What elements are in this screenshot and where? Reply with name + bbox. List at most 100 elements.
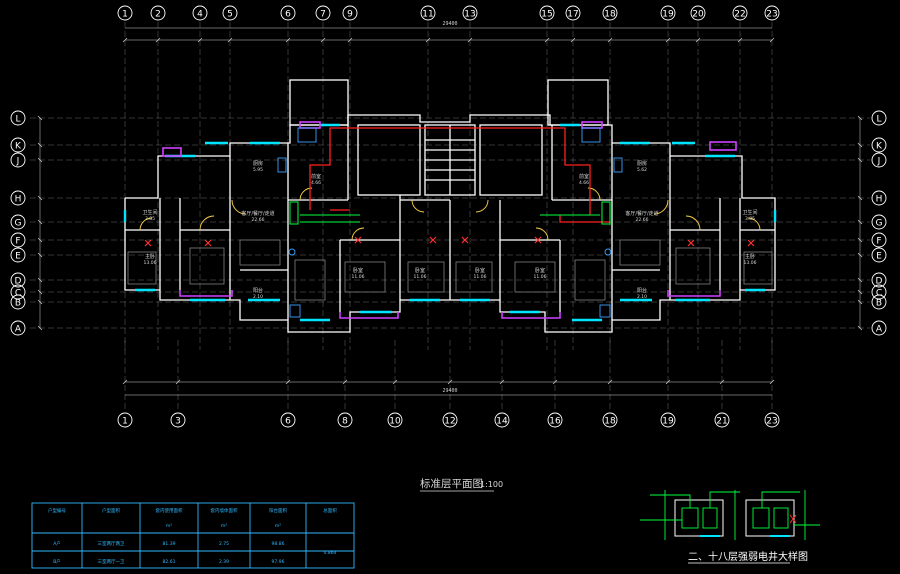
- axis-bubble-top: 5: [222, 5, 238, 21]
- axis-label: F: [15, 237, 20, 247]
- axis-bubble-bottom: 16: [547, 412, 563, 428]
- room-label: 前室4.66: [311, 173, 321, 186]
- axis-bubble-top: 22: [732, 5, 748, 21]
- axis-label: 18: [604, 10, 616, 20]
- axis-bubble-left: H: [10, 190, 26, 206]
- axis-label: K: [876, 142, 883, 152]
- axis-bubble-top: 15: [539, 5, 555, 21]
- table-header: 套内墙体面积: [211, 507, 238, 514]
- axis-label: 23: [766, 417, 777, 427]
- table-header: 总面积: [323, 507, 337, 514]
- table-cell: 98.86: [272, 541, 285, 547]
- shaft-detail: 二、十八层强弱电井大样图: [640, 490, 820, 564]
- axis-bubble-bottom: 1: [117, 412, 133, 428]
- drawing-title: 标准层平面图: [420, 478, 483, 490]
- room-name: 卧室: [415, 267, 425, 274]
- axis-bubble-top: 18: [602, 5, 618, 21]
- table-cell: 82.61: [163, 559, 176, 565]
- axis-bubble-bottom: 18: [602, 412, 618, 428]
- axis-bubble-top: 6: [280, 5, 296, 21]
- equipment-markers: [144, 236, 755, 247]
- axis-bubble-right: L: [871, 110, 887, 126]
- table-header: 户型编号: [48, 507, 66, 514]
- axis-label: 3: [175, 417, 181, 427]
- axis-label: 2: [155, 10, 161, 20]
- axis-bubble-bottom: 12: [442, 412, 458, 428]
- room-name: 客厅/餐厅/走道: [625, 210, 658, 217]
- room-label: 阳台2.10: [253, 287, 263, 300]
- axis-bubble-right: A: [871, 320, 887, 336]
- drawing-title-block: 标准层平面图 1:100: [420, 478, 503, 492]
- axis-label: 18: [604, 417, 616, 427]
- axis-bubble-left: K: [10, 137, 26, 153]
- axis-label: 20: [692, 10, 704, 20]
- axis-bubble-top: 17: [565, 5, 581, 21]
- axis-bubble-bottom: 19: [660, 412, 676, 428]
- axis-label: A: [876, 325, 883, 335]
- room-name: 卧室: [353, 267, 363, 274]
- axis-label: J: [877, 157, 881, 167]
- axis-bubble-bottom: 3: [170, 412, 186, 428]
- room-area: 11.06: [352, 274, 365, 280]
- table-cell: 2.39: [219, 559, 229, 565]
- table-cell: 0.864: [324, 550, 337, 556]
- room-name: 卫生间: [142, 209, 157, 216]
- room-area: 4.66: [311, 180, 321, 186]
- room-area: 11.06: [474, 274, 487, 280]
- table-cell: A户: [53, 540, 61, 547]
- axis-bubble-top: 7: [315, 5, 331, 21]
- room-area: 5.62: [637, 167, 647, 173]
- doors: [139, 187, 761, 241]
- windows: [123, 123, 777, 322]
- axis-bubble-top: 4: [192, 5, 208, 21]
- table-unit: m²: [275, 524, 281, 529]
- room-area: 4.66: [579, 180, 589, 186]
- room-label: 厨房5.95: [253, 160, 263, 173]
- axis-label: 11: [422, 10, 433, 20]
- room-area: 2.10: [637, 294, 647, 300]
- room-area: 3.85: [145, 216, 155, 222]
- room-area: 3.85: [745, 216, 755, 222]
- axis-label: A: [15, 325, 22, 335]
- table-cell: 81.39: [163, 541, 176, 547]
- room-label: 厨房5.62: [637, 160, 647, 173]
- axis-bubble-top: 19: [660, 5, 676, 21]
- room-area: 11.06: [534, 274, 547, 280]
- axis-label: 19: [662, 417, 674, 427]
- axis-label: F: [876, 237, 881, 247]
- axis-label: G: [876, 219, 883, 229]
- axis-label: 8: [342, 417, 348, 427]
- table-header: 户型面积: [102, 507, 120, 514]
- room-name: 主卧: [745, 253, 755, 260]
- table-cell: B户: [53, 558, 61, 565]
- axis-bubble-left: C: [10, 284, 26, 300]
- room-area: 22.66: [252, 217, 265, 223]
- axis-label: 21: [716, 417, 727, 427]
- table-unit: m²: [166, 524, 172, 529]
- room-name: 前室: [579, 173, 589, 180]
- axis-label: 13: [464, 10, 475, 20]
- axis-label: G: [15, 219, 22, 229]
- axis-bubble-left: D: [10, 272, 26, 288]
- room-label: 前室4.66: [579, 173, 589, 186]
- room-area: 2.10: [253, 294, 263, 300]
- axis-bubble-bottom: 14: [494, 412, 510, 428]
- axis-label: H: [15, 195, 22, 205]
- axis-label: 15: [541, 10, 552, 20]
- axis-bubble-bottom: 21: [714, 412, 730, 428]
- axis-label: 17: [567, 10, 578, 20]
- axis-label: L: [15, 115, 20, 125]
- axis-label: K: [15, 142, 22, 152]
- axis-label: 23: [766, 10, 777, 20]
- room-name: 前室: [311, 173, 321, 180]
- axis-label: L: [876, 115, 881, 125]
- axis-label: 4: [197, 10, 203, 20]
- axis-bubble-right: E: [871, 247, 887, 263]
- room-name: 卧室: [535, 267, 545, 274]
